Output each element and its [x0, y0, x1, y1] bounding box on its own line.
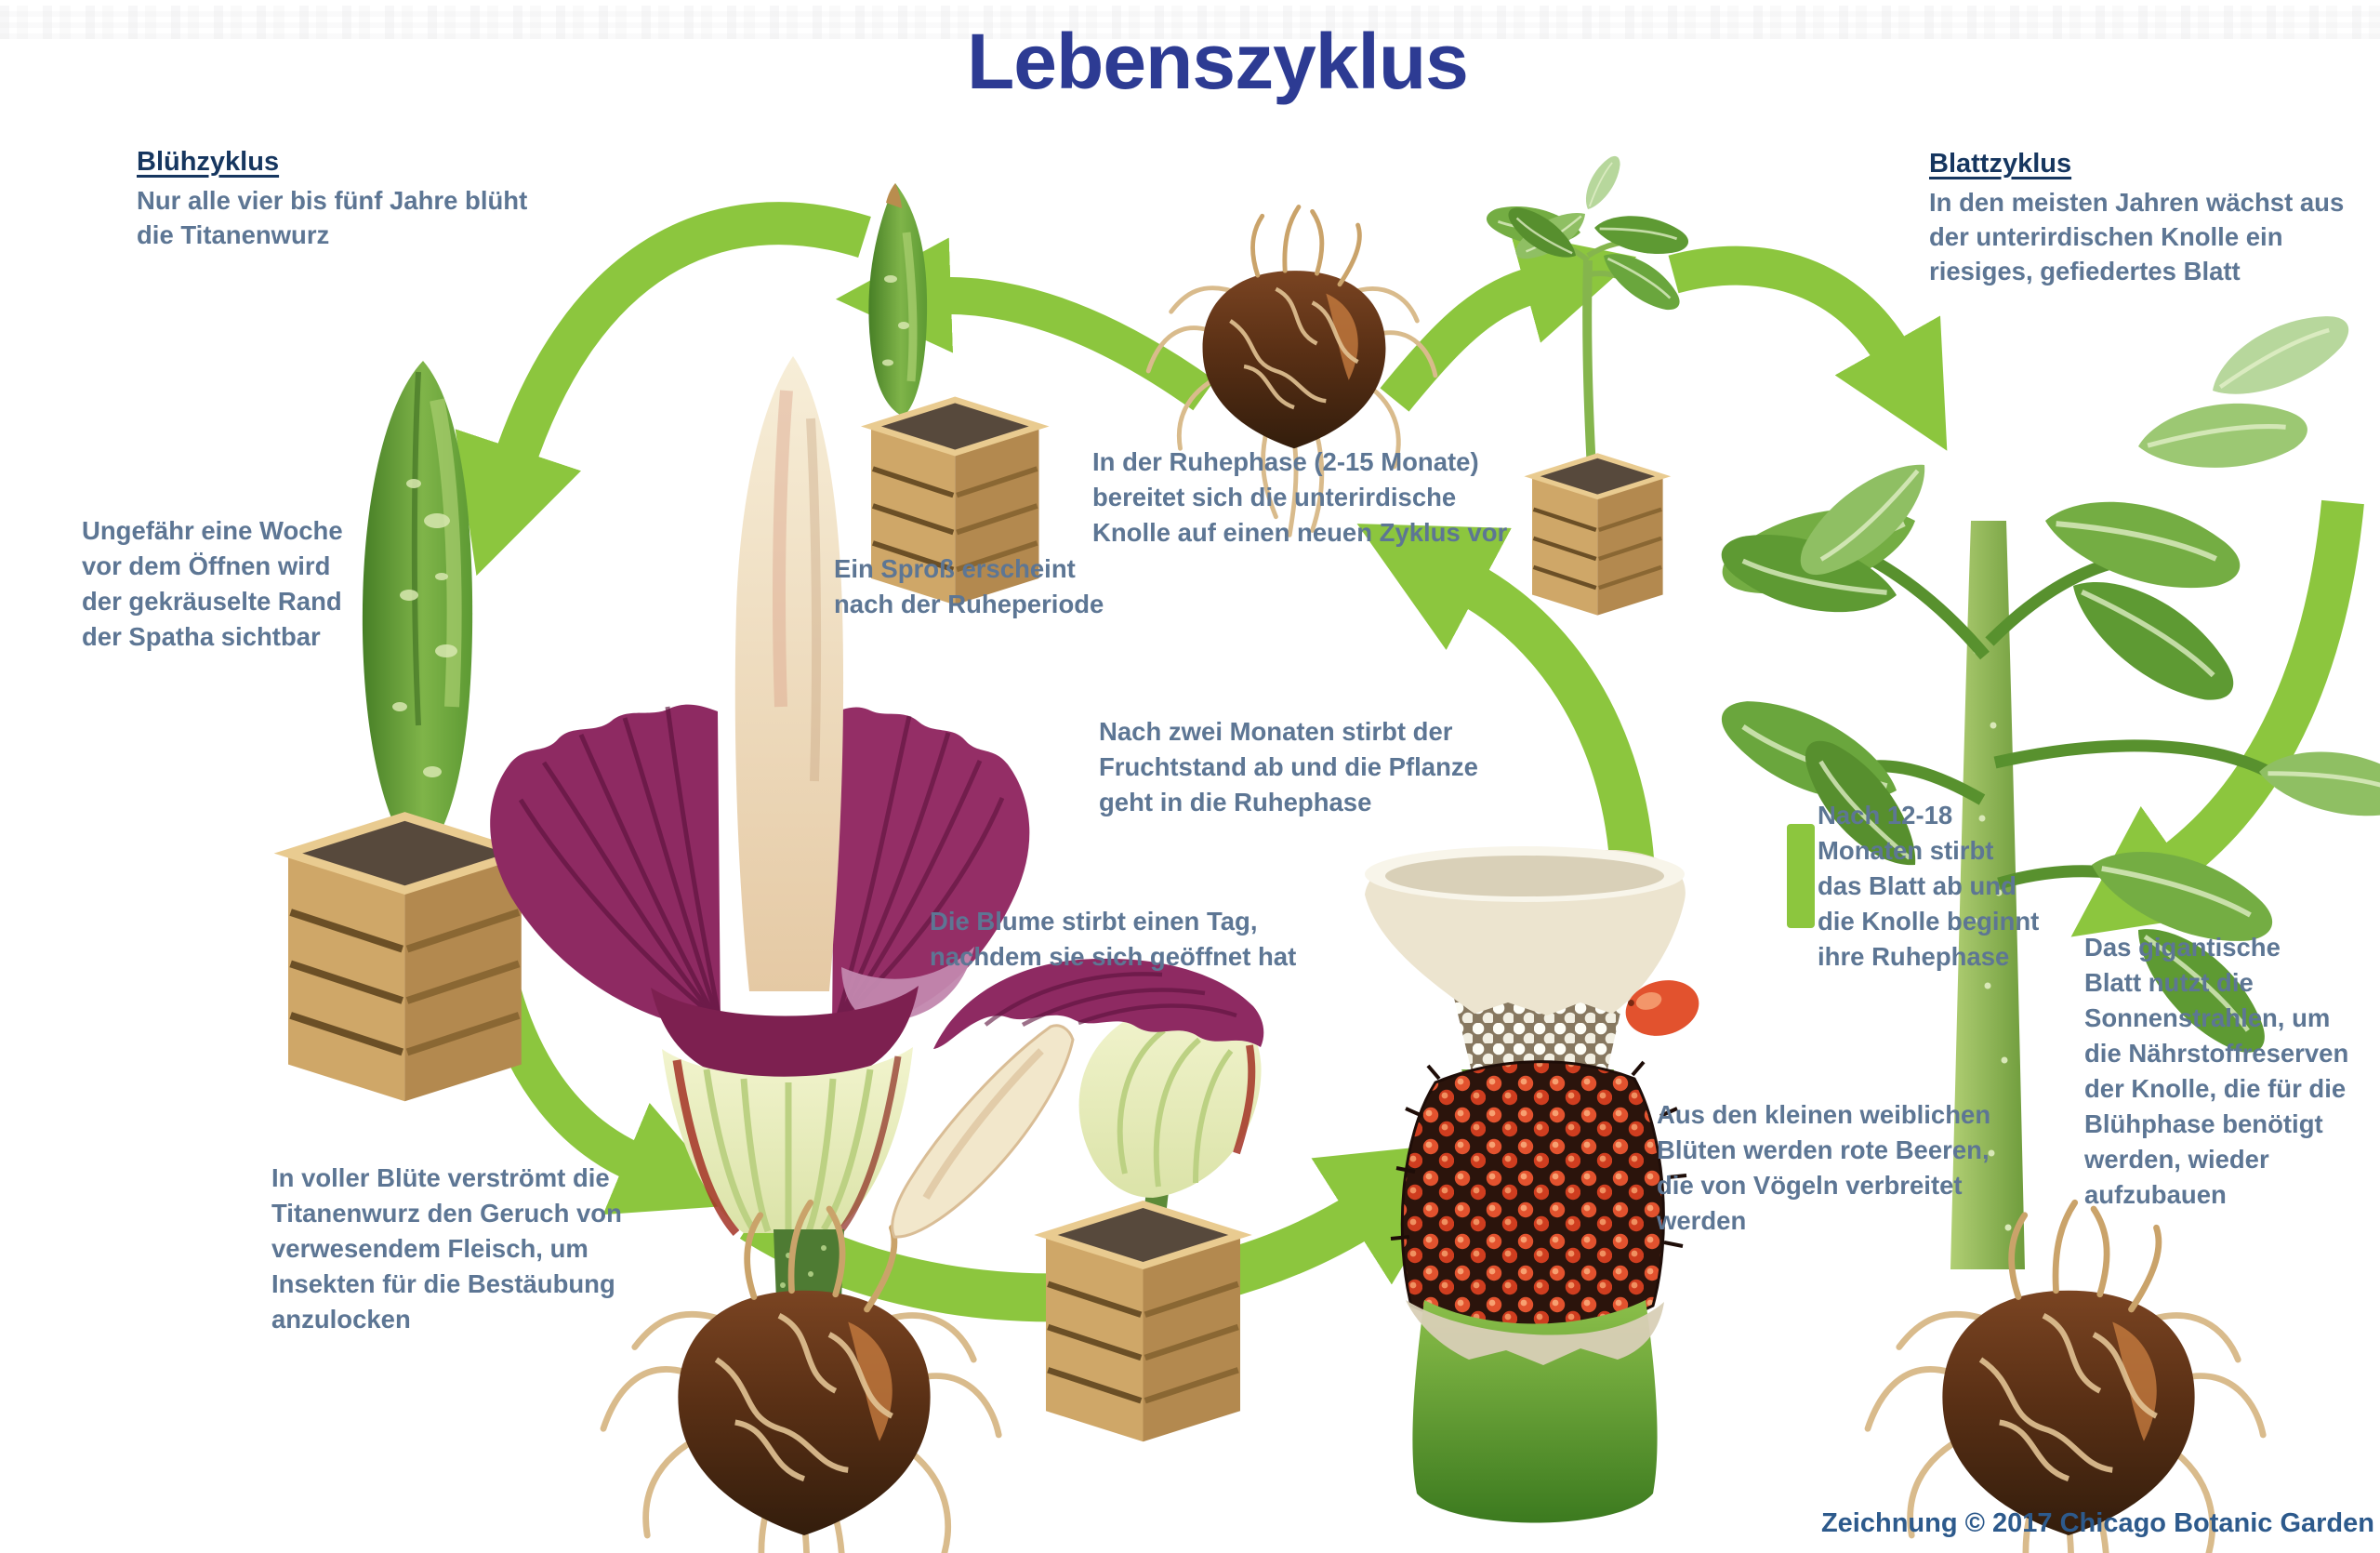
arrow-sprout-to-bud: [455, 202, 871, 577]
red-berry-illustration: [1625, 980, 1699, 1036]
arrow-corm-to-plantlet: [1380, 232, 1637, 412]
label-blatt-stirbt: Nach 12-18 Monaten stirbt das Blatt ab u…: [1818, 801, 2040, 971]
blattzyklus-body: In den meisten Jahren wächst aus der unt…: [1929, 188, 2345, 285]
wilted-flower-illustration: [891, 958, 1264, 1441]
giant-leaf-illustration: [1708, 299, 2380, 1553]
label-blume: Die Blume stirbt einen Tag, nachdem sie …: [930, 907, 1297, 971]
label-sprout: Ein Sproß erscheint nach der Ruheperiode: [834, 554, 1104, 618]
bluehzyklus-heading: Blühzyklus: [137, 147, 280, 177]
bluehzyklus-section: Blühzyklus Nur alle vier bis fünf Jahre …: [137, 147, 574, 252]
plantlet-illustration: [1482, 150, 1693, 616]
label-beeren: Aus den kleinen weiblichen Blüten werden…: [1657, 1100, 1991, 1235]
arrow-leaf-to-rest: [2070, 499, 2364, 937]
arrow-bud-to-flower: [483, 988, 738, 1215]
top-edge-artifact: [0, 6, 2380, 39]
spatha-bud-illustration: [288, 361, 522, 1101]
titan-arum-flower-illustration: [490, 356, 1030, 1553]
label-ruhephase: In der Ruhephase (2-15 Monate) bereitet …: [1092, 447, 1508, 547]
label-fruchtstand: Nach zwei Monaten stirbt der Fruchtstand…: [1099, 717, 1478, 816]
arrow-corm-to-sprout: [835, 237, 1215, 411]
page-title: Lebenszyklus: [967, 18, 1469, 105]
label-spatha: Ungefähr eine Woche vor dem Öffnen wird …: [82, 516, 343, 651]
fruit-stalk-illustration: [1365, 846, 1699, 1523]
blattzyklus-section: Blattzyklus In den meisten Jahren wächst…: [1929, 149, 2366, 288]
blattzyklus-heading: Blattzyklus: [1929, 149, 2072, 179]
sprout-illustration: [868, 183, 1038, 604]
arrow-fragment: [1787, 824, 1815, 928]
credit: Zeichnung © 2017 Chicago Botanic Garden: [1820, 1508, 2374, 1538]
bluehzyklus-body: Nur alle vier bis fünf Jahre blüht die T…: [137, 186, 528, 249]
label-volle-bluete: In voller Blüte verströmt die Titanenwur…: [271, 1163, 622, 1334]
arrow-plantlet-to-leaf: [1668, 246, 1948, 451]
label-gigantisches-blatt: Das gigantische Blatt nutzt die Sonnenst…: [2084, 933, 2349, 1209]
